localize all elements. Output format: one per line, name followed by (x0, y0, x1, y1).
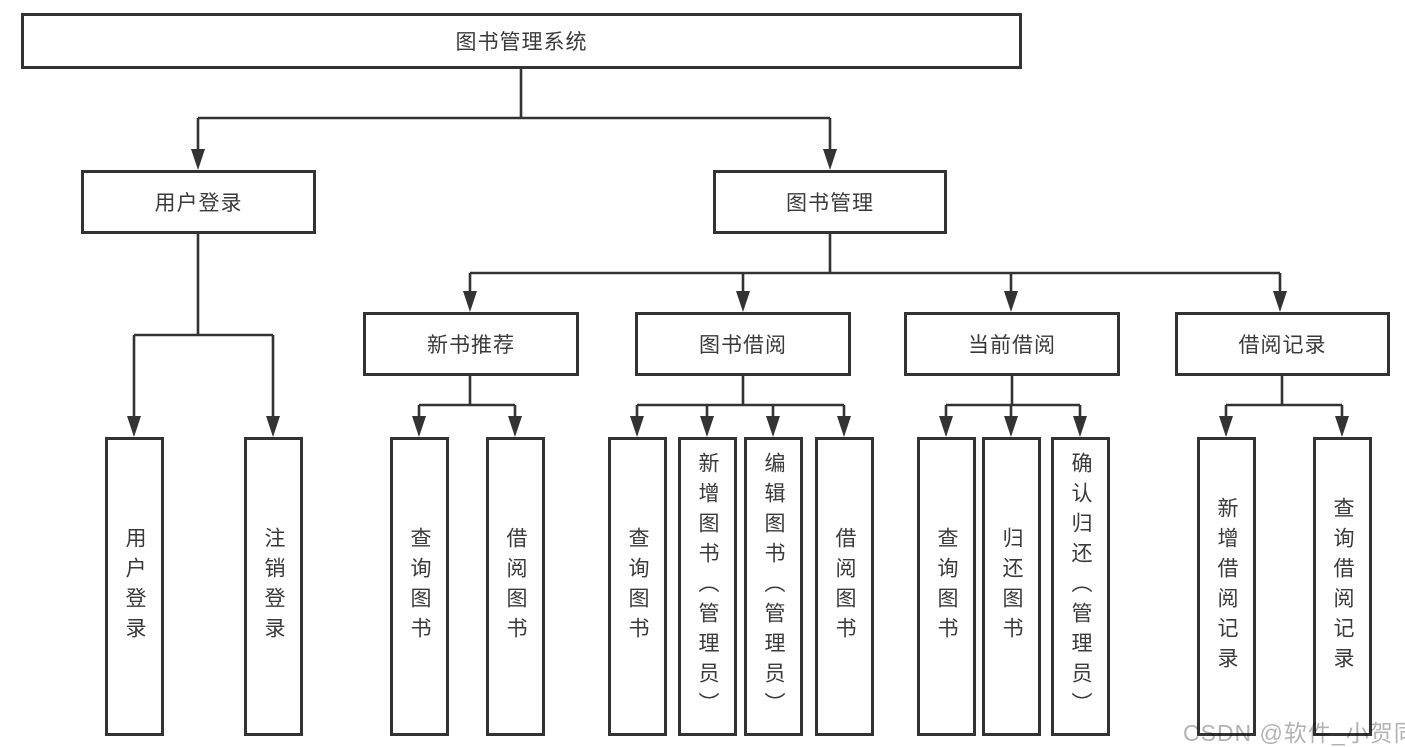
node-book-management: 图书管理 (713, 170, 947, 234)
node-label: 当前借阅 (968, 334, 1056, 357)
node-current-borrowing: 当前借阅 (904, 312, 1120, 376)
node-user-login: 用户登录 (81, 170, 316, 234)
node-label: 查询图书 (935, 526, 958, 647)
node-borrow-records: 借阅记录 (1175, 312, 1390, 376)
node-label: 图书管理系统 (455, 31, 588, 54)
connector-record-to-leaves (1224, 376, 1344, 419)
node-label: 新书推荐 (427, 334, 515, 357)
connector-bookborrow-to-leaves (635, 376, 846, 419)
node-book-borrowing: 图书借阅 (635, 312, 851, 376)
node-leaf-confirm-return-admin: 确认归还（管理员） (1051, 437, 1110, 736)
node-label: 归还图书 (1000, 526, 1023, 647)
node-leaf-query-books-current: 查询图书 (917, 437, 976, 736)
node-label: 图书管理 (786, 192, 874, 215)
node-leaf-borrow-books-borrowing: 借阅图书 (815, 437, 874, 736)
node-leaf-edit-books-admin: 编辑图书（管理员） (744, 437, 803, 736)
node-label: 借阅图书 (833, 526, 856, 647)
connector-root-to-level2 (196, 69, 832, 152)
node-label: 用户登录 (123, 526, 146, 647)
node-leaf-add-borrow-record: 新增借阅记录 (1197, 437, 1256, 736)
node-label: 查询图书 (408, 526, 431, 647)
node-new-book-recommend: 新书推荐 (363, 312, 579, 376)
node-label: 借阅图书 (504, 526, 527, 647)
node-leaf-user-login: 用户登录 (105, 437, 164, 736)
node-leaf-query-books-recommend: 查询图书 (390, 437, 449, 736)
connector-userlogin-to-leaves (132, 234, 275, 419)
node-label: 新增借阅记录 (1215, 496, 1238, 677)
node-label: 编辑图书（管理员） (762, 451, 785, 722)
node-label: 查询借阅记录 (1331, 496, 1354, 677)
connector-bookmgmt-to-level3 (468, 234, 1282, 294)
node-leaf-query-borrow-record: 查询借阅记录 (1313, 437, 1372, 736)
node-leaf-borrow-books-recommend: 借阅图书 (486, 437, 545, 736)
csdn-watermark: CSDN @软件_小贺同学 (1183, 720, 1405, 746)
connector-curborrow-to-leaves (944, 376, 1082, 419)
node-label: 借阅记录 (1238, 334, 1327, 357)
node-label: 确认归还（管理员） (1069, 451, 1092, 722)
node-leaf-add-books-admin: 新增图书（管理员） (678, 437, 737, 736)
node-leaf-return-books: 归还图书 (982, 437, 1041, 736)
node-library-system: 图书管理系统 (21, 13, 1022, 69)
node-label: 图书借阅 (699, 334, 787, 357)
node-label: 新增图书（管理员） (696, 451, 719, 722)
node-label: 用户登录 (154, 192, 243, 215)
node-label: 注销登录 (262, 526, 285, 647)
node-leaf-query-books-borrowing: 查询图书 (608, 437, 667, 736)
node-label: 查询图书 (626, 526, 649, 647)
node-leaf-logout-login: 注销登录 (244, 437, 303, 736)
connector-newrec-to-leaves (417, 376, 517, 419)
